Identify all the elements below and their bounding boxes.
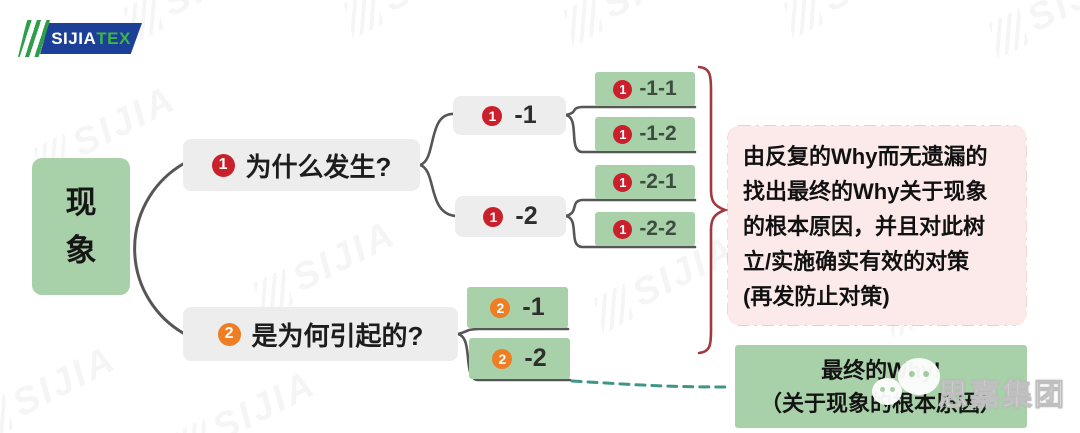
sub1-2-fork-bottom [564,214,697,249]
logo-suffix-text: TEX [96,28,131,48]
node-label: 为什么发生? [245,151,392,182]
node-1-1-2: 1 -1-2 [595,117,695,151]
node-label: -1-2 [639,122,677,145]
branch2-fork-top [456,327,570,336]
badge-1-icon: 1 [613,79,633,99]
dashed-link-to-final [570,379,732,389]
badge-1-icon: 1 [613,172,633,192]
logo-brand-text: SIJIA [51,28,97,48]
note-line: 找出最终的Why关于现象 [743,179,988,204]
badge-1-icon: 1 [613,124,633,144]
wechat-watermark [872,358,944,414]
node-label: 现 [65,185,97,220]
node-1-2-1: 1 -2-1 [595,165,695,199]
root-arc-connector [133,162,185,335]
sub1-2-fork-top [564,198,697,218]
node-1-1-1: 1 -1-1 [595,72,695,106]
note-line: 立/实施确实有效的对策 [743,249,970,274]
node-label: -2 [524,344,547,372]
sub1-1-fork-top [564,105,697,117]
node-label: -2-2 [639,217,677,240]
node-label: 是为何引起的? [251,320,424,351]
node-label: -1 [514,101,537,129]
branch1-fork-top [418,112,456,167]
node-label: -1-1 [639,77,677,100]
red-curly-brace [697,65,729,355]
wechat-icon-small [872,378,902,405]
branch1-fork-bottom [418,163,458,218]
node-2-2: 2 -2 [469,338,570,379]
node-2-1: 2 -1 [467,287,568,328]
node-label: -2 [515,202,538,230]
node-label: 象 [65,233,97,268]
note-line: 的根本原因，并且对此树 [743,214,986,239]
node-why-caused: 2 是为何引起的? [183,307,458,361]
badge-1-icon: 1 [483,206,504,227]
node-1-2-2: 1 -2-2 [595,212,695,246]
note-line: (再发防止对策) [743,284,890,309]
badge-1-icon: 1 [613,219,633,239]
badge-2-icon: 2 [492,348,513,369]
wechat-icon [898,358,940,395]
badge-1-icon: 1 [211,153,235,177]
badge-2-icon: 2 [490,297,511,318]
node-phenomenon: 现 象 [32,158,130,295]
branch2-fork-bottom [456,332,572,382]
node-1-2: 1 -2 [455,196,566,237]
brand-watermark-text: 思嘉集团 [938,379,1066,413]
node-1-1: 1 -1 [453,96,566,135]
note-box: 由反复的Why而无遗漏的 找出最终的Why关于现象 的根本原因，并且对此树 立/… [728,126,1026,325]
node-label: -1 [522,293,545,321]
node-why-happen: 1 为什么发生? [183,139,420,191]
badge-1-icon: 1 [482,105,503,126]
node-label: -2-1 [639,170,677,193]
sub1-1-fork-bottom [564,113,697,154]
note-line: 由反复的Why而无遗漏的 [743,144,988,169]
badge-2-icon: 2 [217,322,241,346]
